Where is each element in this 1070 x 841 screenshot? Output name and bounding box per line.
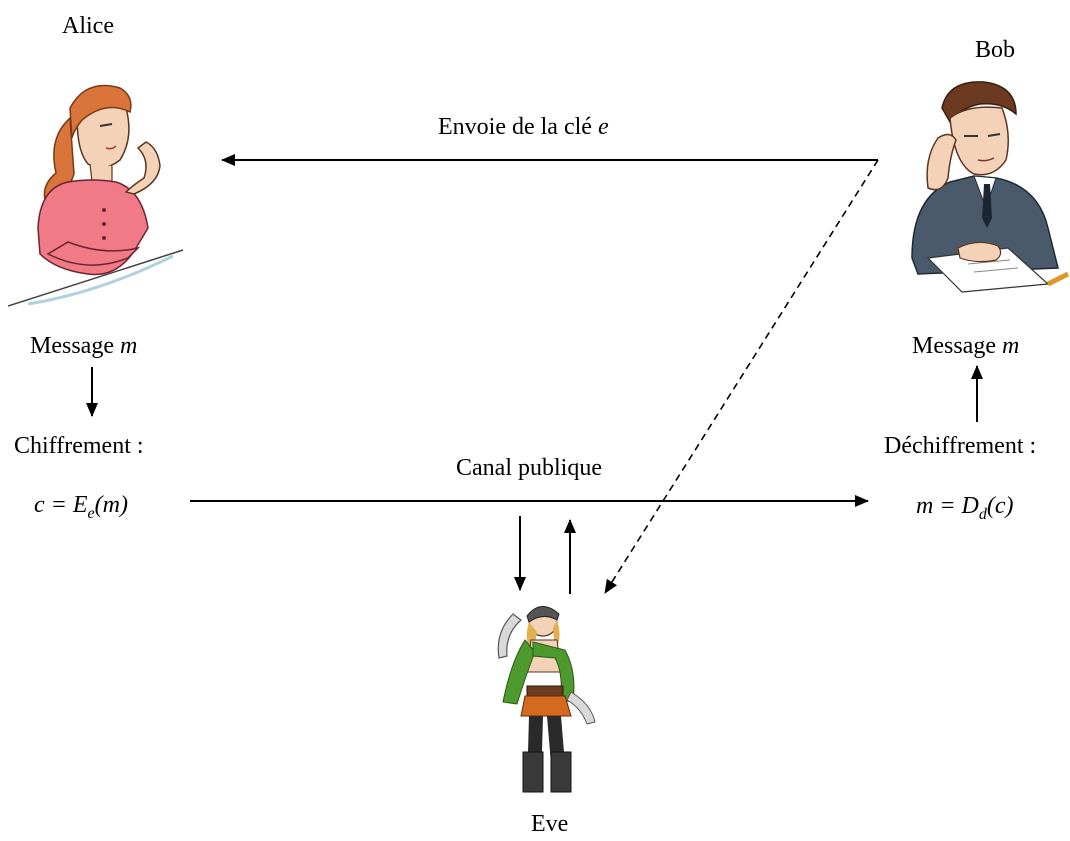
alice-message-label: Message m [30, 333, 138, 359]
alice-illustration [8, 84, 184, 307]
eve-name: Eve [531, 811, 569, 837]
decryption-formula: m = Dd(c) [916, 493, 1014, 523]
alice-name: Alice [62, 13, 114, 39]
bob-message-label: Message m [912, 333, 1020, 359]
key-leak-dashed-arrow [604, 159, 879, 594]
decryption-label: Déchiffrement : [884, 433, 1037, 459]
encryption-formula: c = Ee(m) [34, 492, 128, 522]
key-var: e [597, 114, 609, 140]
bob-illustration [911, 81, 1070, 293]
encryption-label: Chiffrement : [14, 433, 144, 459]
public-channel-label: Canal publique [456, 455, 602, 481]
eve-illustration [497, 606, 596, 793]
bob-name: Bob [975, 37, 1016, 63]
key-arrow-label: Envoie de la clé e [438, 114, 609, 140]
